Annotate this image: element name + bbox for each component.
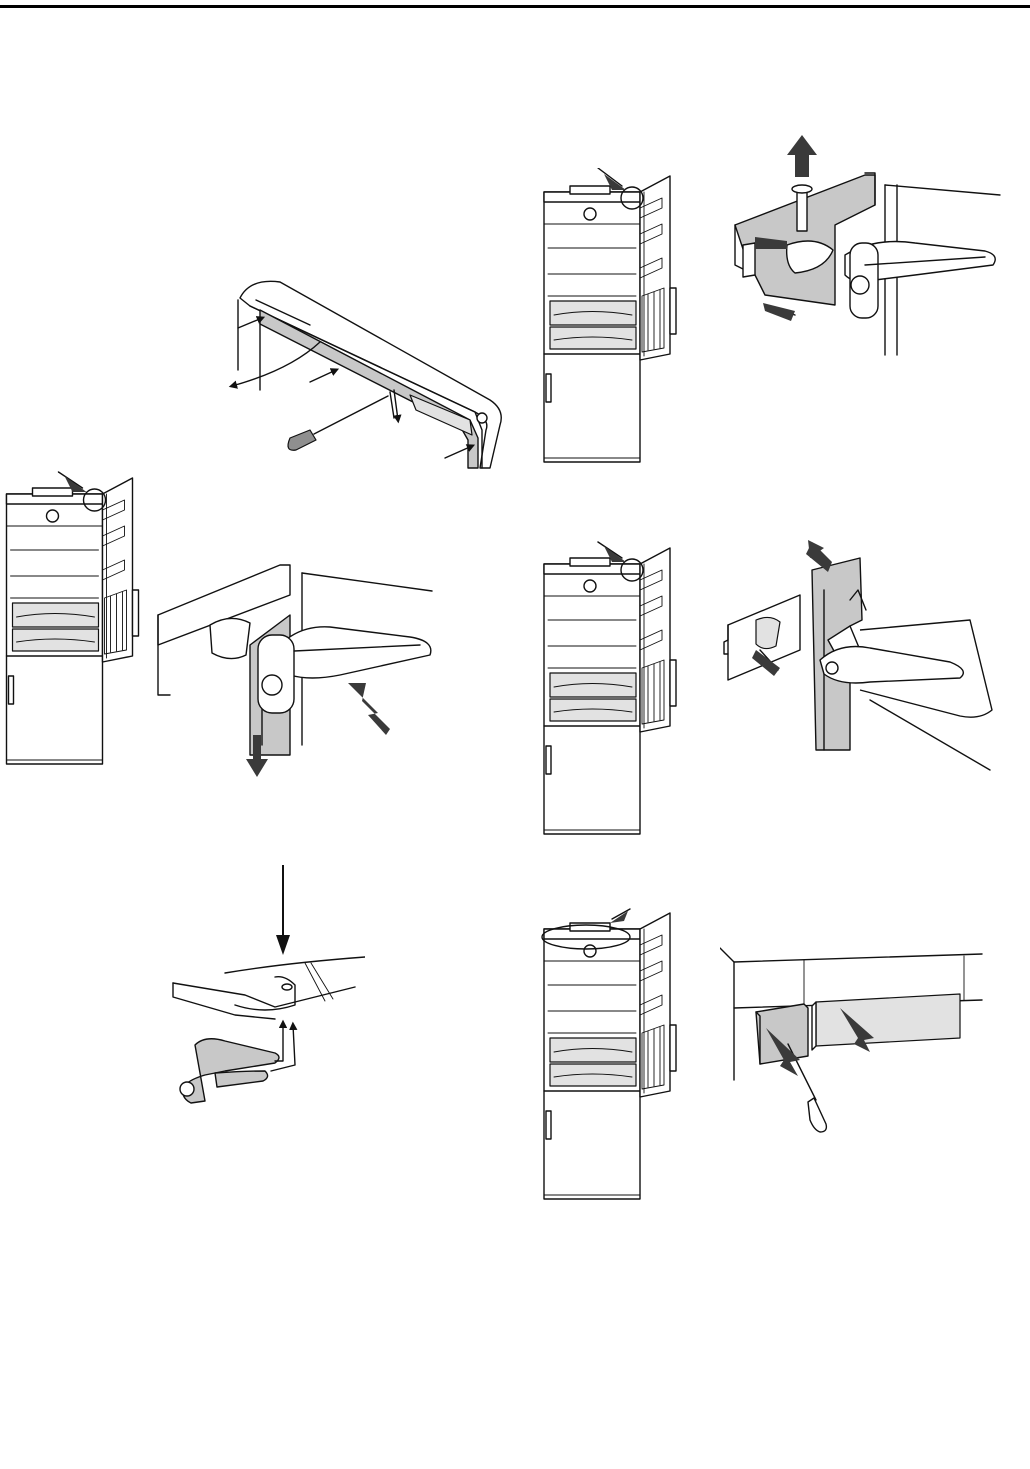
screwdriver-icon bbox=[720, 940, 985, 1135]
arrow-up-left-icon bbox=[720, 530, 1000, 775]
arrow-down-icon bbox=[150, 555, 440, 785]
fridge-icon bbox=[535, 905, 685, 1205]
screwdriver-icon bbox=[220, 270, 510, 475]
header-rule bbox=[0, 5, 1030, 8]
fig-hinge-bolt-removal bbox=[725, 125, 1005, 365]
arrow-up-icon bbox=[725, 125, 1005, 365]
fig-hinge-bracket-push bbox=[150, 555, 440, 785]
fridge-icon bbox=[535, 540, 685, 840]
fig-fridge-top-cover-locator bbox=[535, 905, 685, 1205]
fridge-icon bbox=[535, 168, 685, 468]
fig-hinge-plate-lift bbox=[720, 530, 1000, 775]
fig-cover-strip-removal bbox=[720, 940, 985, 1135]
hinge-icon bbox=[165, 865, 365, 1120]
fig-fridge-hinge-locator-middle bbox=[535, 540, 685, 840]
fridge-icon bbox=[0, 470, 145, 770]
fig-remove-top-cover bbox=[220, 270, 510, 475]
fig-fridge-hinge-locator-upper bbox=[535, 168, 685, 468]
fig-fridge-hinge-locator-left bbox=[0, 470, 145, 770]
fig-hinge-insert bbox=[165, 865, 365, 1120]
